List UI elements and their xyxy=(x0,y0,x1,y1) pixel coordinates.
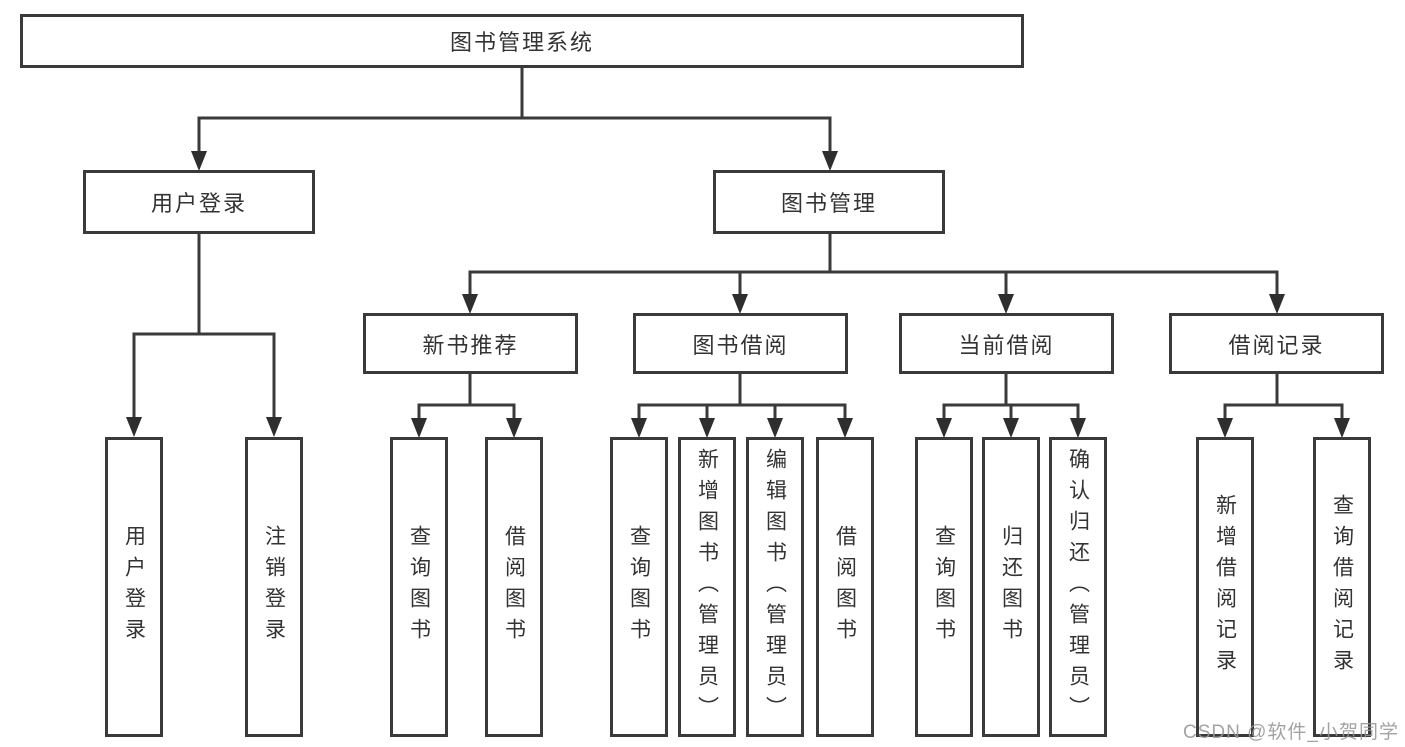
node-borrowing-records: 借阅记录 xyxy=(1169,313,1384,374)
node-label: 查询借阅记录 xyxy=(1330,494,1354,680)
node-label: 归还图书 xyxy=(999,525,1023,649)
node-label: 借阅图书 xyxy=(833,525,857,649)
leaf-query-borrow-record: 查询借阅记录 xyxy=(1313,437,1371,737)
leaf-add-borrow-record: 新增借阅记录 xyxy=(1196,437,1254,737)
leaf-user-login: 用户登录 xyxy=(105,437,163,737)
leaf-query-books: 查询图书 xyxy=(915,437,973,737)
node-label: 当前借阅 xyxy=(958,332,1055,358)
node-label: 新增借阅记录 xyxy=(1213,494,1237,680)
node-label: 新书推荐 xyxy=(422,332,519,358)
leaf-query-books: 查询图书 xyxy=(610,437,668,737)
leaf-return-books: 归还图书 xyxy=(982,437,1040,737)
node-label: 确认归还（管理员） xyxy=(1066,447,1090,727)
node-user-login: 用户登录 xyxy=(83,170,315,234)
node-label: 编辑图书（管理员） xyxy=(763,447,787,727)
node-library-management-system: 图书管理系统 xyxy=(20,14,1024,68)
node-label: 图书管理 xyxy=(780,191,877,216)
node-label: 图书借阅 xyxy=(692,332,789,358)
node-label: 借阅记录 xyxy=(1228,332,1325,358)
node-book-management: 图书管理 xyxy=(713,170,945,234)
node-label: 查询图书 xyxy=(627,525,651,649)
leaf-borrow-books: 借阅图书 xyxy=(485,437,543,737)
node-book-borrowing: 图书借阅 xyxy=(633,313,848,374)
leaf-borrow-books: 借阅图书 xyxy=(816,437,874,737)
leaf-add-books-admin: 新增图书（管理员） xyxy=(678,437,736,737)
node-label: 用户登录 xyxy=(122,525,146,649)
node-label: 新增图书（管理员） xyxy=(695,447,719,727)
leaf-query-books: 查询图书 xyxy=(390,437,448,737)
node-label: 注销登录 xyxy=(262,525,286,649)
node-label: 查询图书 xyxy=(407,525,431,649)
leaf-confirm-return-admin: 确认归还（管理员） xyxy=(1049,437,1107,737)
node-label: 借阅图书 xyxy=(502,525,526,649)
node-label: 图书管理系统 xyxy=(449,30,594,55)
node-current-borrowing: 当前借阅 xyxy=(899,313,1114,374)
watermark: CSDN @软件_小贺同学 xyxy=(1183,722,1399,743)
leaf-edit-books-admin: 编辑图书（管理员） xyxy=(746,437,804,737)
node-label: 查询图书 xyxy=(932,525,956,649)
leaf-logout: 注销登录 xyxy=(245,437,303,737)
node-label: 用户登录 xyxy=(150,191,247,216)
node-new-book-recommendation: 新书推荐 xyxy=(363,313,578,374)
